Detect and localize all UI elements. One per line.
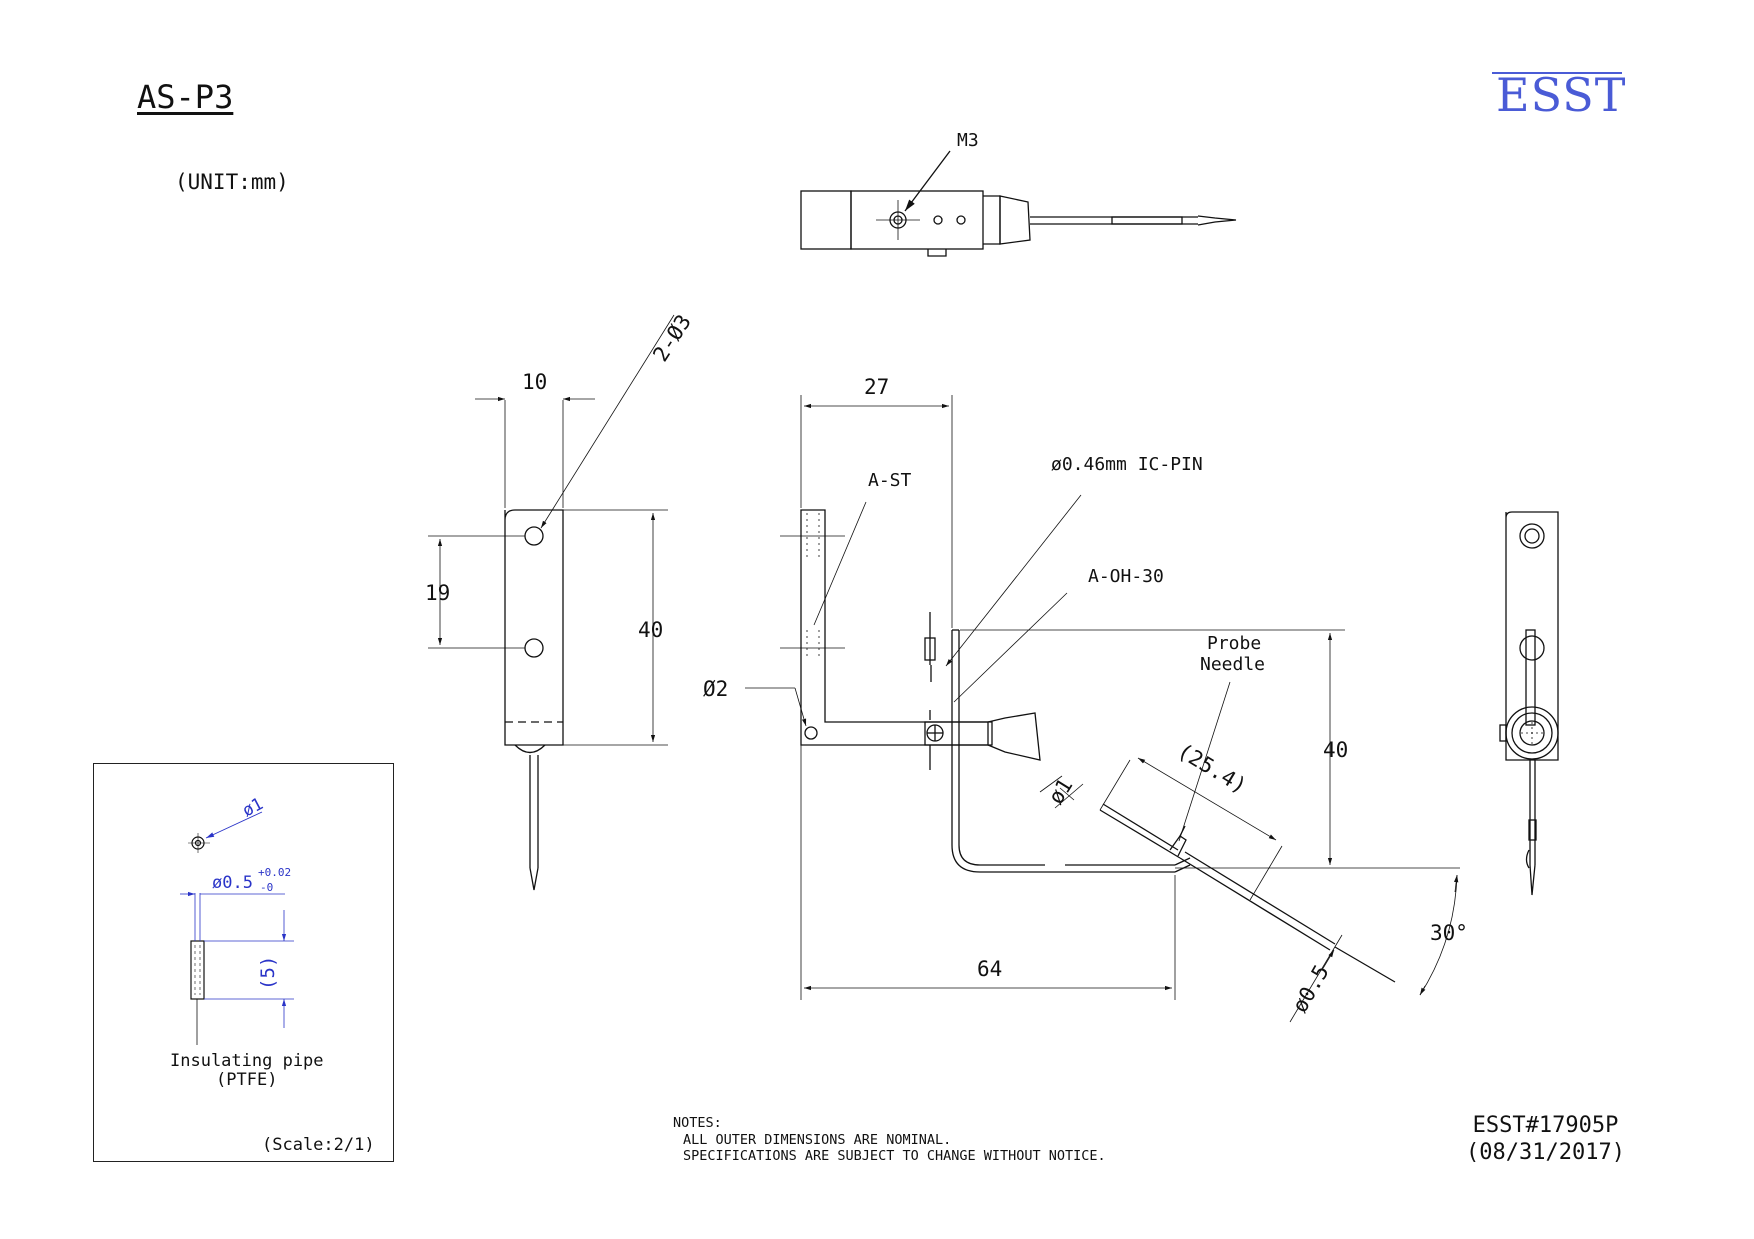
notes-line-2: SPECIFICATIONS ARE SUBJECT TO CHANGE WIT…	[683, 1148, 1106, 1164]
inset-dim-5: (5)	[257, 956, 279, 990]
notes-heading: NOTES:	[673, 1115, 722, 1131]
inset-detail-frame	[93, 763, 394, 1162]
dim-width-10: 10	[522, 370, 547, 394]
dim-40-right: 40	[1323, 738, 1348, 762]
label-ic-pin: ø0.46mm IC-PIN	[1051, 454, 1203, 475]
end-view	[1499, 511, 1559, 896]
inset-drawing	[180, 811, 294, 1045]
part-number-title: AS-P3	[137, 78, 234, 116]
dim-d0-5: ø0.5	[1288, 961, 1334, 1017]
unit-note: (UNIT:mm)	[175, 170, 289, 194]
front-view	[428, 314, 675, 891]
dim-d2: Ø2	[703, 677, 728, 701]
dim-holes-2x-d3: 2-Ø3	[648, 310, 696, 365]
insulating-pipe-line2: (PTFE)	[216, 1070, 278, 1090]
label-probe: Probe	[1207, 633, 1261, 654]
insulating-pipe-line1: Insulating pipe	[170, 1051, 324, 1071]
notes-line-1: ALL OUTER DIMENSIONS ARE NOMINAL.	[683, 1131, 952, 1148]
dim-27: 27	[864, 375, 889, 399]
side-view	[745, 395, 1460, 1023]
inset-dim-tol-down: -0	[260, 881, 273, 894]
dim-d1: ø1	[1044, 774, 1078, 808]
document-id-block: ESST#17905P (08/31/2017)	[1466, 1112, 1625, 1166]
insulating-pipe-label: Insulating pipe (PTFE)	[170, 1052, 324, 1090]
document-number: ESST#17905P	[1472, 1113, 1619, 1138]
label-a-oh-30: A-OH-30	[1088, 566, 1164, 587]
inset-scale: (Scale:2/1)	[262, 1135, 375, 1155]
inset-dim-tol-up: +0.02	[258, 866, 291, 879]
dim-30-deg: 30°	[1430, 921, 1468, 945]
inset-dim-d05: ø0.5	[212, 873, 253, 893]
dim-25-4: (25.4)	[1173, 739, 1250, 799]
dim-pitch-19: 19	[425, 581, 450, 605]
esst-logo: ESST	[1496, 68, 1627, 122]
dim-64: 64	[977, 957, 1002, 981]
label-a-st: A-ST	[868, 470, 912, 491]
notes-block: NOTES: ALL OUTER DIMENSIONS ARE NOMINAL.…	[673, 1115, 1106, 1165]
dim-height-40: 40	[638, 618, 663, 642]
label-needle: Needle	[1200, 654, 1265, 675]
document-date: (08/31/2017)	[1466, 1140, 1625, 1165]
top-view	[800, 150, 1237, 257]
label-m3: M3	[957, 130, 979, 151]
